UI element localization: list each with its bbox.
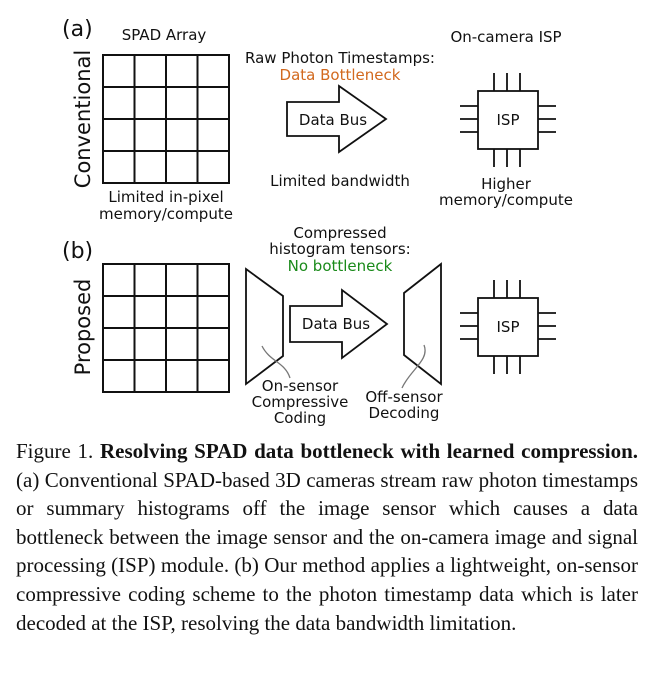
pixel-note-line1: Limited in-pixel bbox=[108, 188, 223, 206]
figure-caption: Figure 1. Resolving SPAD data bottleneck… bbox=[16, 437, 638, 637]
caption-body: (a) Conventional SPAD-based 3D cameras s… bbox=[16, 467, 638, 635]
decoder-pointer bbox=[401, 344, 426, 389]
isp-chip-b bbox=[460, 280, 556, 374]
encoder-label-line3: Coding bbox=[274, 409, 326, 427]
bus-status-no-bottleneck: No bottleneck bbox=[288, 257, 393, 275]
panel-b-row-label: Proposed bbox=[71, 279, 95, 376]
decoder-label-line2: Decoding bbox=[369, 404, 440, 422]
panel-a-label: (a) bbox=[62, 17, 93, 42]
bus-title-a: Raw Photon Timestamps: bbox=[245, 49, 435, 67]
bandwidth-note: Limited bandwidth bbox=[270, 172, 410, 190]
spad-array-grid-b bbox=[102, 263, 230, 393]
isp-label-b: ISP bbox=[497, 318, 520, 336]
decoder-trapezoid bbox=[403, 262, 442, 386]
isp-note-line1: Higher bbox=[481, 175, 532, 193]
data-bus-label-a: Data Bus bbox=[299, 111, 367, 129]
panel-a-row-label: Conventional bbox=[71, 50, 95, 188]
isp-note-line2: memory/compute bbox=[439, 191, 573, 209]
isp-title: On-camera ISP bbox=[450, 28, 561, 46]
encoder-trapezoid bbox=[245, 267, 284, 386]
spad-array-grid-a bbox=[102, 54, 230, 184]
encoder-label-line2: Compressive bbox=[252, 393, 349, 411]
caption-prefix: Figure 1. bbox=[16, 439, 94, 463]
isp-chip-a bbox=[460, 73, 556, 167]
caption-title: Resolving SPAD data bottleneck with lear… bbox=[99, 439, 639, 463]
panel-b-label: (b) bbox=[62, 239, 93, 264]
data-bus-label-b: Data Bus bbox=[302, 315, 370, 333]
bus-status-bottleneck: Data Bottleneck bbox=[280, 66, 401, 84]
spad-array-title: SPAD Array bbox=[122, 26, 207, 44]
figure-diagram: (a) Conventional SPAD Array Limited in-p… bbox=[62, 17, 573, 427]
data-bus-arrow-b bbox=[289, 288, 389, 360]
pixel-note-line2: memory/compute bbox=[99, 205, 233, 223]
data-bus-arrow-a bbox=[286, 84, 388, 154]
encoder-pointer bbox=[261, 345, 291, 379]
decoder-label-line1: Off-sensor bbox=[365, 388, 443, 406]
bus-title-b-line2: histogram tensors: bbox=[269, 240, 410, 258]
isp-label-a: ISP bbox=[497, 111, 520, 129]
encoder-label-line1: On-sensor bbox=[262, 377, 339, 395]
bus-title-b-line1: Compressed bbox=[293, 224, 386, 242]
